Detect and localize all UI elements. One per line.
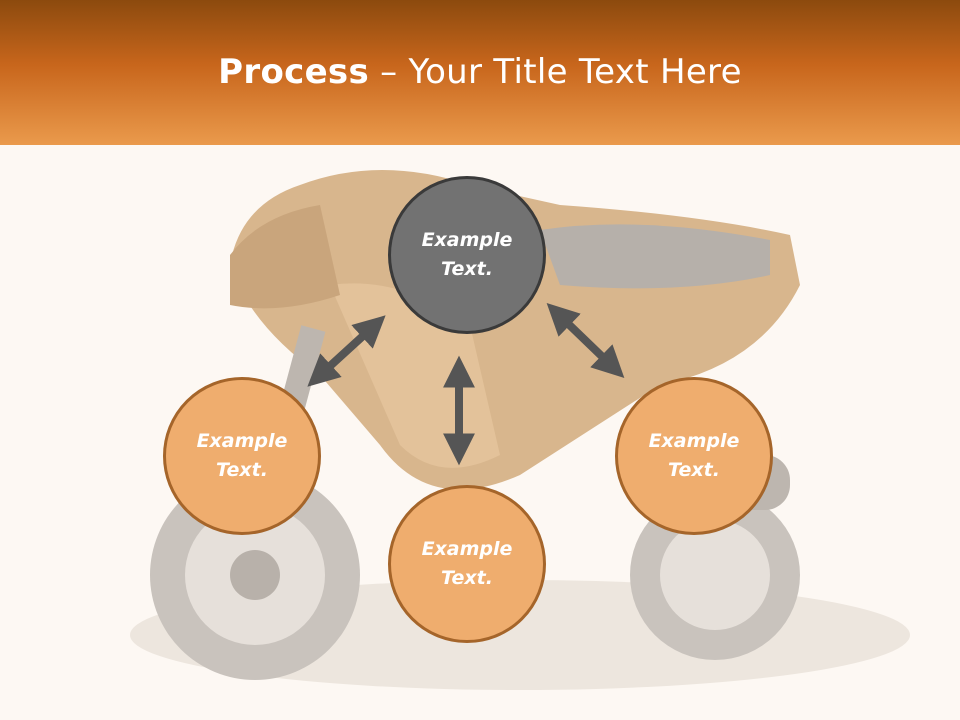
title-bold: Process [218,52,370,92]
node-left-line2: Text. [216,459,268,481]
arrow-top-right [546,303,625,378]
node-top-line2: Text. [441,258,493,280]
title-rest: – Your Title Text Here [369,52,742,92]
title-bar [0,0,960,145]
node-top-line1: Example [421,229,513,251]
node-bottom-line2: Text. [441,567,493,589]
arrow-top-left [307,315,386,387]
node-right-line1: Example [648,430,740,452]
node-bottom-line1: Example [421,538,513,560]
node-right-line2: Text. [668,459,720,481]
slide-title: Process – Your Title Text Here [0,52,960,92]
node-left-line1: Example [196,430,288,452]
